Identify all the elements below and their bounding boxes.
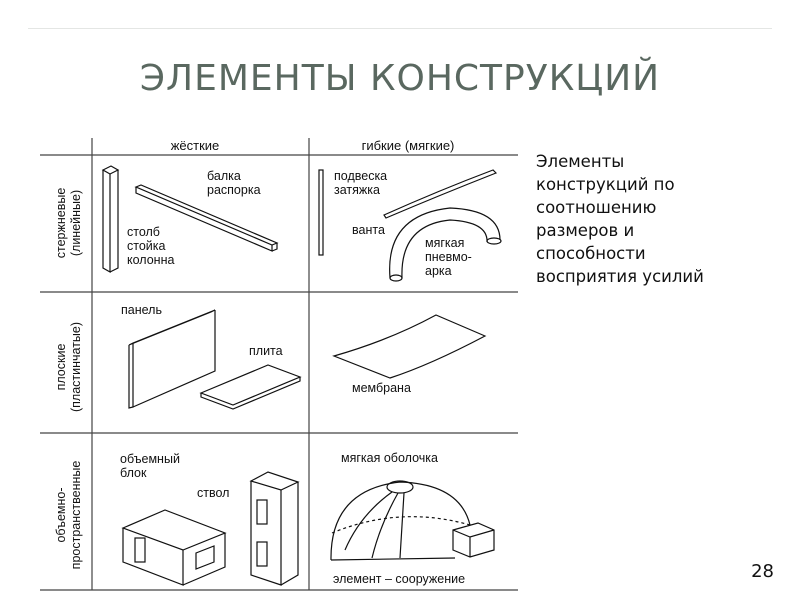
column-header-rigid: жёсткие	[171, 138, 220, 153]
shaft-drawing	[249, 471, 300, 586]
label-blok: блок	[120, 466, 147, 480]
label-stvol: ствол	[197, 486, 229, 500]
label-pnevmo: пневмо-	[425, 250, 472, 264]
label-stolb: столб	[127, 225, 160, 239]
label-balka: балка	[207, 169, 241, 183]
description-line: способности	[536, 244, 646, 263]
beam-drawing	[134, 184, 279, 252]
label-obolochka: мягкая оболочка	[341, 451, 438, 465]
description-line: соотношению	[536, 198, 657, 217]
page-number: 28	[751, 561, 774, 582]
column-drawing	[101, 165, 120, 274]
label-raspork: распорка	[207, 183, 261, 197]
label-zatyazhka: затяжка	[334, 183, 380, 197]
row-label-spatial-sub: пространственные	[69, 461, 83, 570]
description-line: размеров и	[536, 221, 635, 240]
pneumo-arch-drawing	[389, 207, 502, 282]
description-line: восприятия усилий	[536, 267, 704, 286]
label-plita: плита	[249, 344, 283, 358]
label-kolonna: колонна	[127, 253, 174, 267]
top-divider	[28, 28, 772, 29]
label-arka: арка	[425, 264, 452, 278]
dome-drawing	[330, 480, 495, 561]
label-podveska: подвеска	[334, 169, 387, 183]
column-header-flexible: гибкие (мягкие)	[362, 138, 455, 153]
volumetric-block-drawing	[121, 509, 227, 586]
label-membrana: мембрана	[352, 381, 411, 395]
label-panel: панель	[121, 303, 162, 317]
slab-drawing	[199, 364, 302, 410]
hanger-drawing	[318, 169, 324, 256]
table-grid	[40, 138, 518, 591]
label-vanta: ванта	[352, 223, 385, 237]
row-label-spatial: объемно-	[54, 487, 68, 542]
cable-drawing	[383, 169, 498, 219]
label-element: элемент – сооружение	[333, 572, 465, 586]
label-stoyka: стойка	[127, 239, 166, 253]
row-label-linear-sub: (линейные)	[69, 190, 83, 256]
description-line: конструкций по	[536, 175, 675, 194]
panel-drawing	[128, 309, 216, 409]
membrane-drawing	[332, 314, 487, 379]
label-obemny: объемный	[120, 452, 180, 466]
description-line: Элементы	[536, 152, 625, 171]
label-myagkaya: мягкая	[425, 236, 464, 250]
slide-description: Элементы конструкций по соотношению разм…	[536, 150, 776, 288]
slide-title: ЭЛЕМЕНТЫ КОНСТРУКЦИЙ	[139, 58, 661, 99]
row-label-linear: стержневые	[54, 188, 68, 259]
row-label-planar: плоские	[54, 344, 68, 391]
row-label-planar-sub: (пластинчатые)	[69, 322, 83, 412]
